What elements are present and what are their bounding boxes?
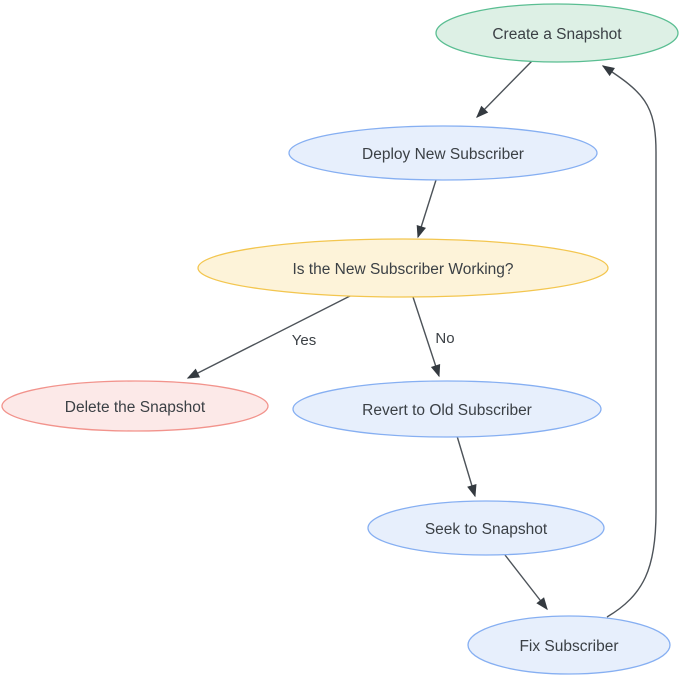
deploy-new-subscriber-label: Deploy New Subscriber — [362, 146, 524, 163]
edge-revert-to-seek — [456, 435, 477, 498]
edge-fix-to-create-loop — [601, 65, 657, 618]
node-is-subscriber-working: Is the New Subscriber Working? — [197, 238, 609, 298]
edge-working-to-delete-yes — [186, 294, 353, 379]
is-subscriber-working-label: Is the New Subscriber Working? — [292, 261, 513, 278]
node-seek-to-snapshot: Seek to Snapshot — [367, 500, 605, 556]
revert-old-subscriber-ellipse — [292, 380, 602, 438]
edge-create-to-deploy — [476, 60, 533, 118]
deploy-new-subscriber-ellipse — [288, 125, 598, 181]
node-deploy-new-subscriber: Deploy New Subscriber — [288, 125, 598, 181]
fix-subscriber-label: Fix Subscriber — [519, 638, 618, 655]
edge-working-to-revert-no — [412, 296, 441, 378]
node-revert-old-subscriber: Revert to Old Subscriber — [292, 380, 602, 438]
node-delete-snapshot: Delete the Snapshot — [1, 380, 269, 432]
seek-to-snapshot-ellipse — [367, 500, 605, 556]
edge-layer: Yes No — [186, 60, 657, 618]
delete-snapshot-label: Delete the Snapshot — [65, 399, 206, 416]
edge-label-no: No — [435, 330, 454, 347]
fix-subscriber-ellipse — [467, 615, 671, 675]
node-create-snapshot: Create a Snapshot — [435, 3, 679, 63]
create-snapshot-label: Create a Snapshot — [492, 26, 622, 43]
is-subscriber-working-ellipse — [197, 238, 609, 298]
create-snapshot-ellipse — [435, 3, 679, 63]
delete-snapshot-ellipse — [1, 380, 269, 432]
revert-old-subscriber-label: Revert to Old Subscriber — [362, 402, 532, 419]
node-fix-subscriber: Fix Subscriber — [467, 615, 671, 675]
seek-to-snapshot-label: Seek to Snapshot — [425, 521, 548, 538]
edge-deploy-to-working — [416, 179, 437, 239]
edge-label-yes: Yes — [292, 332, 316, 349]
edge-seek-to-fix — [504, 554, 548, 611]
